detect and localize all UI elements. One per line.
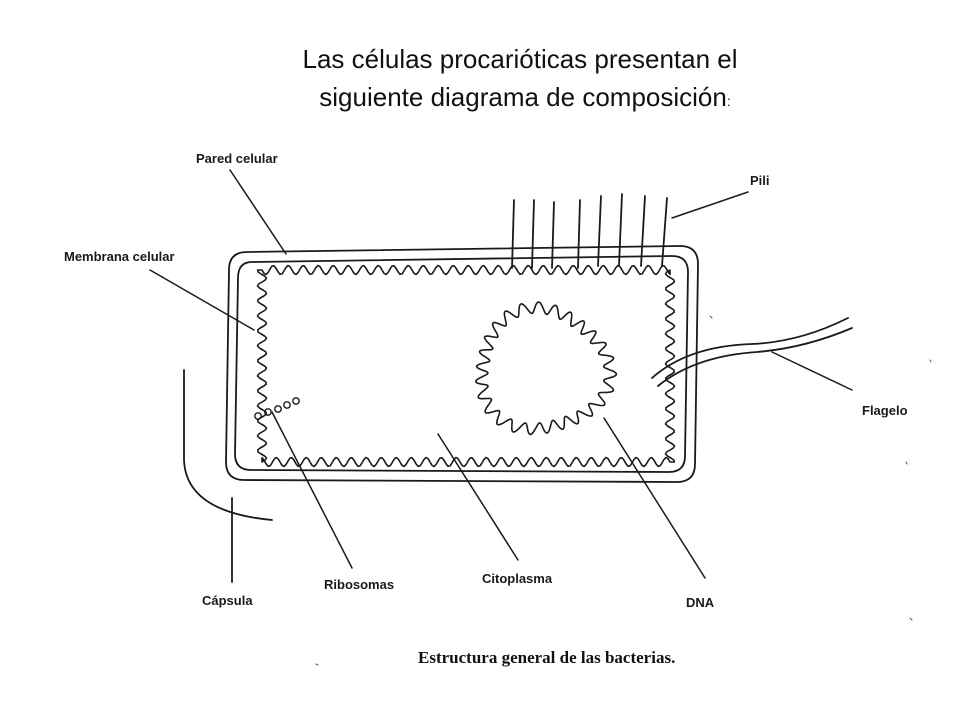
- dna-nucleoid: [475, 301, 618, 436]
- label-flagelo: Flagelo: [862, 403, 908, 418]
- diagram-caption: Estructura general de las bacterias.: [418, 648, 676, 667]
- capsule-outline: [183, 369, 273, 521]
- label-ribosomas: Ribosomas: [324, 577, 395, 592]
- title-line-1: Las células procarióticas presentan el: [302, 44, 738, 74]
- bacteria-diagram-scan: Pared celular Membrana celular Pili Flag…: [48, 146, 940, 678]
- label-capsula: Cápsula: [202, 593, 253, 608]
- flagellum-edge: [657, 327, 853, 387]
- bacteria-diagram: [149, 169, 932, 666]
- title-line-2: siguiente diagrama de composición:: [200, 78, 840, 120]
- title-line-2-text: siguiente diagrama de composición: [319, 82, 727, 112]
- title-colon: :: [726, 93, 731, 109]
- slide-title: Las células procarióticas presentan el s…: [200, 40, 840, 120]
- label-dna: DNA: [686, 595, 715, 610]
- cell-wall-outer: [225, 245, 699, 483]
- label-pili: Pili: [750, 173, 770, 188]
- label-citoplasma: Citoplasma: [482, 571, 553, 586]
- scan-specks: [315, 315, 932, 666]
- label-membrana-celular: Membrana celular: [64, 249, 175, 264]
- cell-membrane: [256, 264, 676, 468]
- cell-wall-inner: [234, 255, 689, 473]
- ribosome-dots: [254, 397, 300, 420]
- leader-lines: [149, 169, 853, 579]
- pili-lines: [511, 193, 668, 269]
- flagellum: [651, 317, 849, 379]
- label-pared-celular: Pared celular: [196, 151, 278, 166]
